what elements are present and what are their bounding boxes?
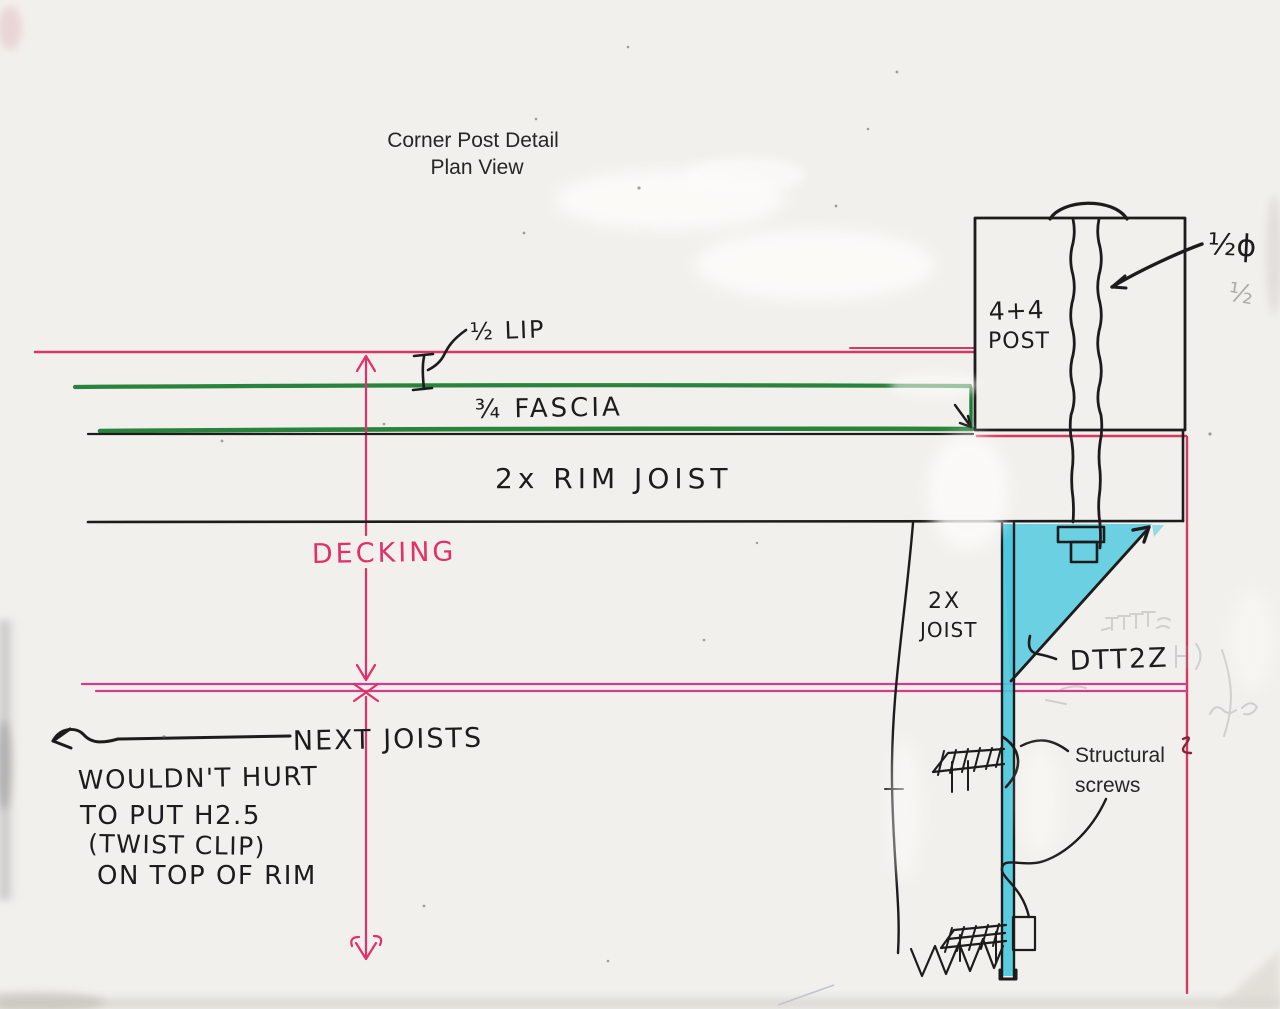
note-line-4: (TWIST CLIP) (88, 829, 266, 861)
whiteout-patch (1020, 745, 1060, 855)
hand-labels: ½ LIP ¾ FASCIA 2x RIM JOIST 4+4 POST ½ϕ … (78, 227, 1258, 891)
lower-structural-screw (939, 923, 1008, 963)
fascia-label: ¾ FASCIA (475, 392, 623, 425)
decking-label: DECKING (312, 536, 457, 570)
dtt2z-gusset-highlight (1003, 524, 1152, 682)
dtt2z-leader-curl (1027, 634, 1058, 661)
whiteout-patch (928, 434, 1008, 550)
fascia-corner-arrow (953, 403, 973, 429)
bolt-dia-arrowhead (1110, 274, 1128, 290)
post-outline (973, 216, 1187, 432)
whiteout-patch (685, 157, 805, 193)
tension-tie-label: DTT2Z (1069, 643, 1169, 677)
decking-dimension: DECKING (312, 354, 457, 961)
whiteout-patch (890, 372, 980, 398)
left-edge-smudge (0, 720, 12, 810)
anchor-bolt-right-edge (1096, 217, 1104, 550)
note-line-3: TO PUT H2.5 (79, 801, 261, 831)
bolt-dia-ghost: ½ (1226, 277, 1256, 311)
lip-label: ½ LIP (469, 315, 546, 346)
right-edge-smudge (1266, 195, 1280, 315)
bottom-left-smudge (0, 992, 105, 1009)
ghost-scribble-tttte (1101, 611, 1171, 631)
decking-dim-arrow-down (355, 663, 377, 682)
post-label-line1: 4+4 (988, 295, 1045, 326)
decking-dim-arrow-up (355, 354, 377, 373)
drawing-title-line2: Plan View (430, 156, 524, 179)
red-edge-squiggle (1181, 736, 1193, 755)
joist-label-line2: JOIST (918, 618, 977, 642)
note-arrow-squiggle (51, 728, 292, 744)
bolt-dia-label: ½ϕ (1207, 227, 1258, 265)
fascia-green-lines (72, 383, 975, 434)
lip-leader-line (426, 328, 468, 372)
corner-smudge (0, 6, 22, 50)
dtt2z-cyan-highlight (1003, 524, 1164, 976)
fascia-inner-face-line (97, 426, 975, 434)
corner-fold (1215, 950, 1280, 1009)
whiteout-patch (889, 740, 921, 880)
deck-edge-pink-lines (33, 347, 1189, 995)
joist-label-line1: 2X (928, 589, 961, 614)
whiteout-patch (1230, 590, 1274, 690)
fascia-outer-face-line (72, 383, 973, 390)
bolt-head-dome (1048, 201, 1129, 221)
dtt2z-highlight-sliver (1152, 525, 1164, 537)
bolt-nut (1069, 540, 1099, 564)
dtt2z-hypotenuse (1009, 529, 1148, 683)
ghost-marks-under-label (1045, 685, 1087, 705)
digital-labels: Corner Post Detail Plan View Structural … (387, 129, 1165, 797)
dtt2z-hypotenuse-arrowhead (1131, 525, 1151, 544)
screws-leader-upper (1019, 739, 1070, 753)
bottom-edge-shadow (0, 998, 1280, 1009)
dtt2z-strap-bottom-cap (998, 968, 1018, 981)
ghost-pencil-marks (1045, 611, 1259, 737)
upper-structural-screw (931, 747, 1006, 793)
screws-leader-lower (1000, 797, 1108, 919)
rim-joist-inner-line (86, 519, 1185, 524)
screws-label-line1: Structural (1075, 744, 1165, 767)
dtt2z-strap-highlight (1003, 524, 1013, 976)
ghost-curve (1221, 649, 1232, 737)
anchor-bolt-left-edge (1068, 217, 1076, 524)
bolt-dia-leader (1110, 242, 1204, 289)
lower-dim-cross (352, 682, 380, 703)
note-arrowhead (51, 727, 73, 750)
post-label-line2: POST (988, 329, 1050, 354)
ghost-scribble-right (1209, 702, 1259, 716)
note-line-2: WOULDN'T HURT (78, 762, 319, 796)
bolt-washer-plate (1056, 525, 1106, 544)
screws-label-line2: screws (1075, 774, 1140, 797)
screw-point-arc (1001, 735, 1020, 789)
rim-joist-label: 2x RIM JOIST (495, 462, 733, 495)
scan-artifacts (0, 6, 1280, 1009)
note-line-1: NEXT JOISTS (293, 723, 484, 757)
note-line-5: ON TOP OF RIM (97, 861, 317, 891)
lip-dimension-bracket (411, 352, 435, 392)
lower-dim-arrow-down (350, 934, 383, 961)
ghost-scribble-h (1175, 643, 1202, 670)
paper-specks (162, 45, 1212, 963)
drawing-title-line1: Corner Post Detail (387, 129, 559, 152)
whiteout-patch (695, 229, 935, 301)
screw-bracket-outline (1011, 915, 1037, 952)
